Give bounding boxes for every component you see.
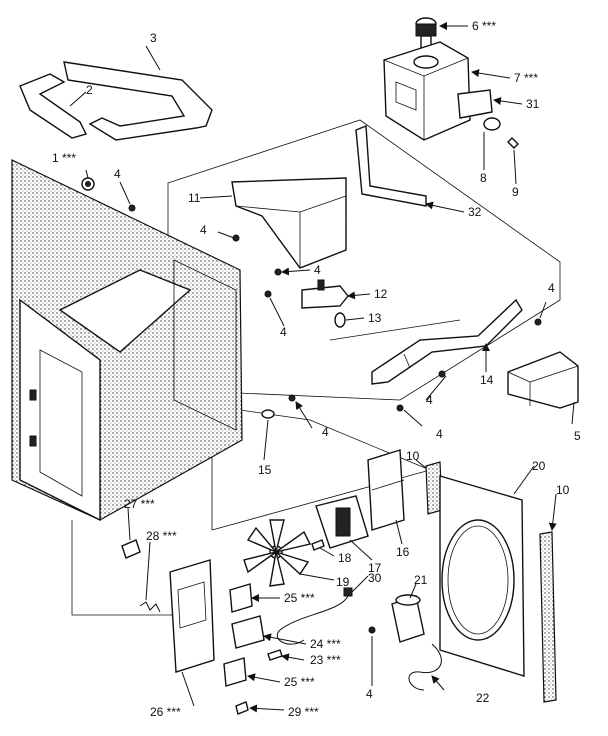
part-15-washer <box>261 409 275 419</box>
part-21-capacitor <box>391 594 425 643</box>
callout-13: 13 <box>368 311 382 325</box>
callout-25-a: 25 *** <box>284 591 315 605</box>
callout-9: 9 <box>512 185 519 199</box>
part-9-screw <box>507 137 519 149</box>
callout-24: 24 *** <box>310 637 341 651</box>
part-13-lamp <box>334 312 346 328</box>
callout-7: 7 *** <box>514 71 538 85</box>
part-31-bracket <box>457 89 493 119</box>
callout-4-a: 4 <box>114 167 121 181</box>
part-10-strip-right <box>539 531 557 703</box>
part-22-lead-wire <box>408 643 442 691</box>
part-1-grommet <box>81 177 95 191</box>
callout-labels: 1 *** 2 3 4 4 4 4 4 4 4 4 4 5 6 *** 7 **… <box>52 19 581 719</box>
callout-18: 18 <box>338 551 352 565</box>
part-6-cap <box>415 17 437 55</box>
part-14-rail <box>371 298 523 385</box>
callout-4-c: 4 <box>314 263 321 277</box>
callout-20: 20 <box>532 459 546 473</box>
part-27-lever <box>121 539 141 559</box>
callout-32: 32 <box>468 205 482 219</box>
part-8-thermostat <box>483 117 501 131</box>
part-3-bracket <box>63 61 213 141</box>
callout-30: 30 <box>368 571 382 585</box>
callout-27: 27 *** <box>124 497 155 511</box>
callout-8: 8 <box>480 171 487 185</box>
part-25-switch-upper <box>229 583 253 613</box>
callout-10-a: 10 <box>406 449 420 463</box>
callout-4-i: 4 <box>366 687 373 701</box>
callout-28: 28 *** <box>146 529 177 543</box>
callout-11: 11 <box>188 191 201 205</box>
part-23-screw <box>267 649 283 661</box>
callout-17: 17 <box>368 561 382 575</box>
callout-4-f: 4 <box>426 393 433 407</box>
callout-4-b: 4 <box>200 223 207 237</box>
callout-6: 6 *** <box>472 19 496 33</box>
callout-4-e: 4 <box>322 425 329 439</box>
callout-12: 12 <box>374 287 388 301</box>
part-20-fan-housing <box>439 475 525 677</box>
callout-3: 3 <box>150 31 157 45</box>
part-19-fan-blade <box>243 519 312 587</box>
callout-23: 23 *** <box>310 653 341 667</box>
callout-4-g: 4 <box>436 427 443 441</box>
part-17-fan-motor <box>315 495 369 549</box>
part-2-rail <box>19 73 88 139</box>
callout-29: 29 *** <box>288 705 319 719</box>
callout-5: 5 <box>574 429 581 443</box>
part-7-magnetron <box>383 41 471 141</box>
part-12-lamp-socket <box>301 279 349 309</box>
callout-10-b: 10 <box>556 483 570 497</box>
callout-4-d: 4 <box>280 325 287 339</box>
part-16-motor-mount <box>367 449 405 531</box>
callout-31: 31 <box>526 97 540 111</box>
callout-2: 2 <box>86 83 93 97</box>
part-28-spring <box>139 601 161 613</box>
part-24-switch <box>231 615 265 649</box>
cabinet-back-panel <box>11 159 243 522</box>
part-11-air-duct <box>231 177 347 269</box>
callout-15: 15 <box>258 463 272 477</box>
part-29-screw <box>235 701 249 715</box>
callout-4-h: 4 <box>548 281 555 295</box>
callout-26: 26 *** <box>150 705 181 719</box>
callout-21: 21 <box>414 573 428 587</box>
part-32-bracket <box>355 124 427 207</box>
part-25-switch-lower <box>223 657 247 687</box>
callout-25-b: 25 *** <box>284 675 315 689</box>
callout-22: 22 <box>476 691 490 705</box>
callout-14: 14 <box>480 373 494 387</box>
part-4-screws <box>128 204 542 634</box>
leader-lines <box>69 22 575 713</box>
part-18-screw <box>311 539 325 551</box>
callout-16: 16 <box>396 545 410 559</box>
callout-1: 1 *** <box>52 151 76 165</box>
part-26-switch-bracket <box>169 559 215 673</box>
callout-19: 19 <box>336 575 350 589</box>
part-5-bracket <box>507 351 579 409</box>
